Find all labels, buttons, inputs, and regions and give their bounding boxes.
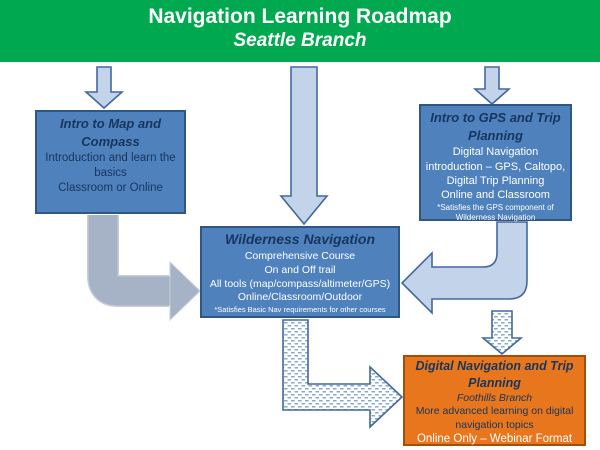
course-line: On and Off trail: [264, 263, 336, 276]
course-description: Introduction and learn the basics: [45, 152, 176, 180]
course-footnote: *Satisfies Basic Nav requirements for ot…: [214, 305, 386, 315]
page-title: Navigation Learning Roadmap: [148, 5, 452, 28]
branch-label: Foothills Branch: [456, 391, 533, 404]
course-line: Comprehensive Course: [244, 249, 356, 262]
arrow-to-gps-planning: [472, 66, 512, 106]
course-box-gps-trip: Intro to GPS and Trip Planning Digital N…: [419, 104, 572, 222]
course-footnote: *Satisfies the GPS component of Wilderne…: [437, 202, 554, 222]
course-box-wilderness: Wilderness Navigation Comprehensive Cour…: [200, 226, 400, 318]
elbow-arrow-gps-to-wilderness: [400, 221, 528, 315]
course-description: More advanced learning on digital naviga…: [415, 404, 574, 431]
course-format: Online and Classroom: [441, 189, 550, 202]
striped-elbow-arrow-wilderness-to-digital: [282, 319, 404, 429]
striped-arrow-to-digital: [480, 310, 524, 356]
course-title: Digital Navigation and Trip Planning: [415, 359, 574, 390]
arrow-to-map-compass: [83, 66, 125, 110]
course-title: Wilderness Navigation: [224, 231, 376, 247]
course-format: Online/Classroom/Outdoor: [237, 291, 363, 304]
course-box-digital-nav: Digital Navigation and Trip Planning Foo…: [403, 355, 586, 446]
page-subtitle: Seattle Branch: [233, 30, 367, 52]
arrow-to-wilderness: [279, 66, 329, 226]
course-format: Online Only – Webinar Format: [416, 433, 573, 446]
elbow-arrow-map-to-wilderness: [87, 215, 201, 322]
course-title: Intro to GPS and Trip Planning: [430, 110, 561, 144]
course-format: Classroom or Online: [58, 182, 163, 195]
course-line: All tools (map/compass/altimeter/GPS): [209, 277, 391, 290]
course-title: Intro to Map and Compass: [59, 116, 162, 150]
header-bar: Navigation Learning Roadmap Seattle Bran…: [0, 0, 600, 62]
course-description: Digital Navigation introduction – GPS, C…: [425, 146, 566, 187]
course-box-map-compass: Intro to Map and Compass Introduction an…: [35, 110, 186, 214]
